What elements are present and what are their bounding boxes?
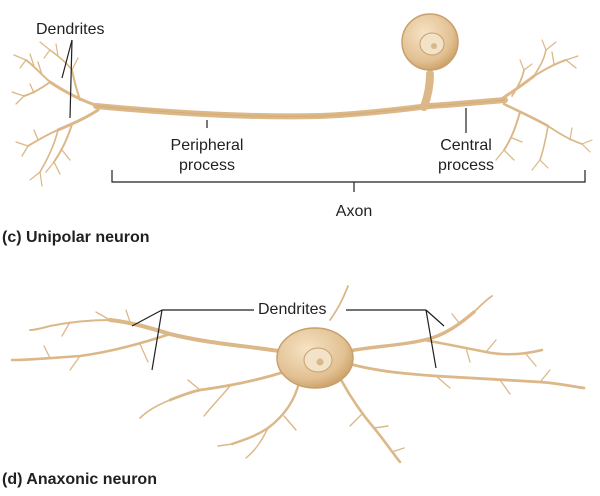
- axon-bracket: [111, 170, 586, 183]
- central-process-label-line2: process: [437, 157, 495, 174]
- unipolar-caption: (c) Unipolar neuron: [2, 229, 150, 246]
- unipolar-left-dendrites: [11, 41, 100, 187]
- peripheral-process-label: Peripheral process: [157, 136, 257, 176]
- central-process-label: Central process: [426, 136, 506, 176]
- unipolar-right-dendrites: [495, 39, 593, 171]
- central-process-label-line1: Central: [440, 137, 492, 154]
- anaxonic-nucleolus: [316, 358, 324, 366]
- anaxonic-neuron: [10, 285, 586, 464]
- anaxonic-leaders: [131, 309, 445, 371]
- axon-label: Axon: [335, 203, 373, 220]
- peripheral-process-label-line2: process: [178, 157, 236, 174]
- unipolar-axon: [93, 97, 508, 120]
- unipolar-neuron: [11, 13, 593, 187]
- dendrites-label-anaxonic: Dendrites: [258, 301, 327, 318]
- anaxonic-caption: (d) Anaxonic neuron: [2, 471, 157, 488]
- unipolar-stem: [420, 70, 434, 111]
- anaxonic-dendrites: [10, 285, 586, 464]
- unipolar-leaders: [61, 39, 586, 192]
- dendrites-label-unipolar: Dendrites: [36, 21, 105, 38]
- unipolar-nucleolus: [431, 43, 437, 49]
- peripheral-process-label-line1: Peripheral: [170, 137, 244, 154]
